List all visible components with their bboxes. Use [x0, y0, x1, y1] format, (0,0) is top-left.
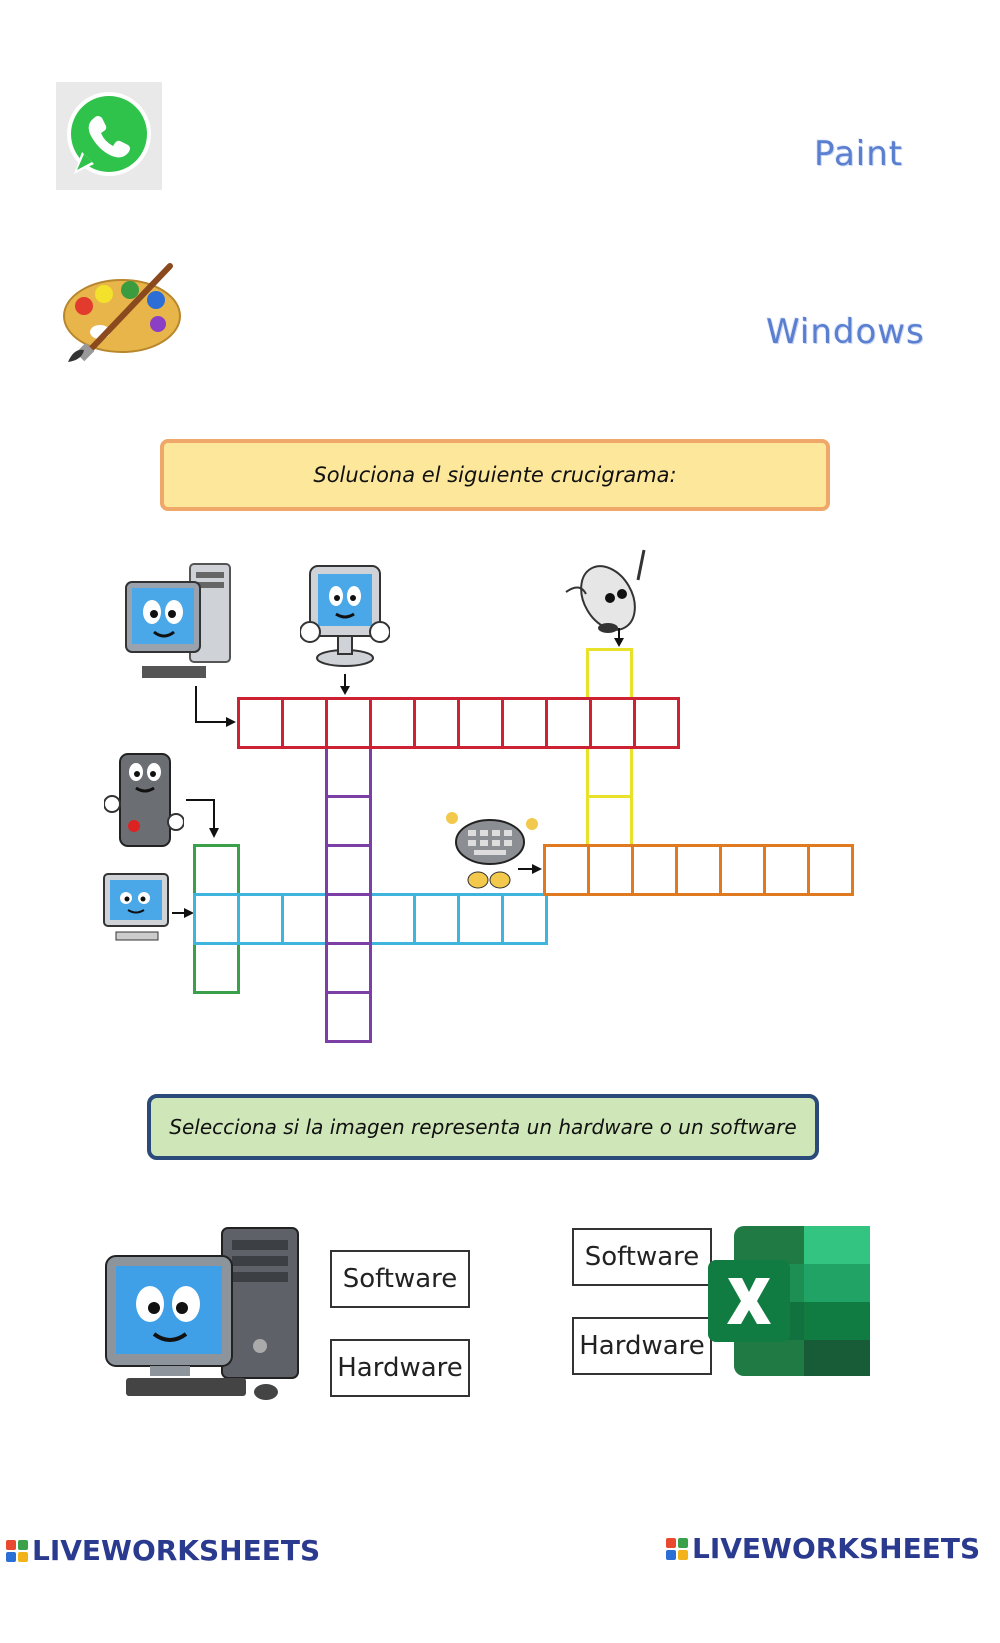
crossword-blue-cell[interactable]	[369, 893, 416, 945]
crossword-yellow-cell[interactable]	[586, 795, 633, 847]
crossword-red-cell[interactable]	[325, 697, 372, 749]
arrow-icon	[614, 628, 624, 647]
crossword-blue-cell[interactable]	[237, 893, 284, 945]
crossword-orange-cell[interactable]	[719, 844, 766, 896]
crossword-yellow-cell[interactable]	[586, 648, 633, 700]
select-instruction-banner: Selecciona si la imagen representa un ha…	[147, 1094, 819, 1160]
crossword-red-cell[interactable]	[237, 697, 284, 749]
match-label-paint[interactable]: Paint	[814, 134, 904, 174]
crossword-orange-cell[interactable]	[587, 844, 634, 896]
crossword-green-cell[interactable]	[193, 942, 240, 994]
crossword-purple-cell[interactable]	[325, 746, 372, 798]
item2-hardware-option[interactable]: Hardware	[572, 1317, 712, 1375]
whatsapp-icon	[56, 82, 162, 190]
liveworksheets-logo-right: LIVEWORKSHEETS	[666, 1532, 980, 1565]
crossword-orange-cell[interactable]	[807, 844, 854, 896]
crossword-red-cell[interactable]	[413, 697, 460, 749]
crossword-purple-cell[interactable]	[325, 844, 372, 896]
item2-software-option[interactable]: Software	[572, 1228, 712, 1286]
crossword-blue-cell[interactable]	[413, 893, 460, 945]
desktop-computer-image	[104, 1226, 300, 1404]
crossword-red-cell[interactable]	[545, 697, 592, 749]
arrow-icon	[186, 799, 219, 838]
liveworksheets-mark-icon	[6, 1539, 28, 1562]
keyboard-character-clue-image	[446, 798, 538, 892]
crossword-orange-cell[interactable]	[675, 844, 722, 896]
crossword-orange-cell[interactable]	[631, 844, 678, 896]
crossword-purple-cell[interactable]	[325, 942, 372, 994]
item1-hardware-option[interactable]: Hardware	[330, 1339, 470, 1397]
liveworksheets-logo-left: LIVEWORKSHEETS	[6, 1534, 320, 1567]
monitor-character-clue-image	[299, 562, 391, 672]
crossword-red-cell[interactable]	[457, 697, 504, 749]
crossword-blue-cell[interactable]	[193, 893, 240, 945]
crossword-blue-cell[interactable]	[457, 893, 504, 945]
crossword-orange-cell[interactable]	[543, 844, 590, 896]
arrow-icon	[518, 864, 542, 874]
crossword-red-cell[interactable]	[369, 697, 416, 749]
arrow-icon	[172, 908, 194, 918]
crossword-red-cell[interactable]	[501, 697, 548, 749]
desktop-computer-clue-image	[122, 562, 234, 684]
crossword-yellow-cell[interactable]	[586, 746, 633, 798]
crossword-instruction-banner: Soluciona el siguiente crucigrama:	[160, 439, 830, 511]
cpu-tower-character-clue-image	[103, 752, 185, 850]
crossword-red-cell[interactable]	[589, 697, 636, 749]
liveworksheets-mark-icon	[666, 1537, 688, 1560]
crossword-instruction: Soluciona el siguiente crucigrama:	[313, 463, 677, 487]
crossword-blue-cell[interactable]	[501, 893, 548, 945]
match-label-windows[interactable]: Windows	[766, 312, 925, 352]
paint-palette-icon	[60, 262, 182, 366]
item1-software-option[interactable]: Software	[330, 1250, 470, 1308]
brand-text: LIVEWORKSHEETS	[692, 1532, 981, 1565]
crossword-purple-cell[interactable]	[325, 991, 372, 1043]
small-monitor-clue-image	[100, 870, 172, 946]
crossword-red-cell[interactable]	[281, 697, 328, 749]
select-instruction: Selecciona si la imagen representa un ha…	[169, 1115, 797, 1139]
arrow-icon	[340, 674, 350, 695]
crossword-orange-cell[interactable]	[763, 844, 810, 896]
brand-text: LIVEWORKSHEETS	[32, 1534, 321, 1567]
crossword-green-cell[interactable]	[193, 844, 240, 896]
crossword-blue-cell[interactable]	[281, 893, 328, 945]
mouse-character-clue-image	[562, 546, 652, 640]
excel-icon	[708, 1226, 872, 1378]
arrow-icon	[195, 686, 236, 727]
crossword-purple-cell[interactable]	[325, 893, 372, 945]
crossword-red-cell[interactable]	[633, 697, 680, 749]
crossword-purple-cell[interactable]	[325, 795, 372, 847]
